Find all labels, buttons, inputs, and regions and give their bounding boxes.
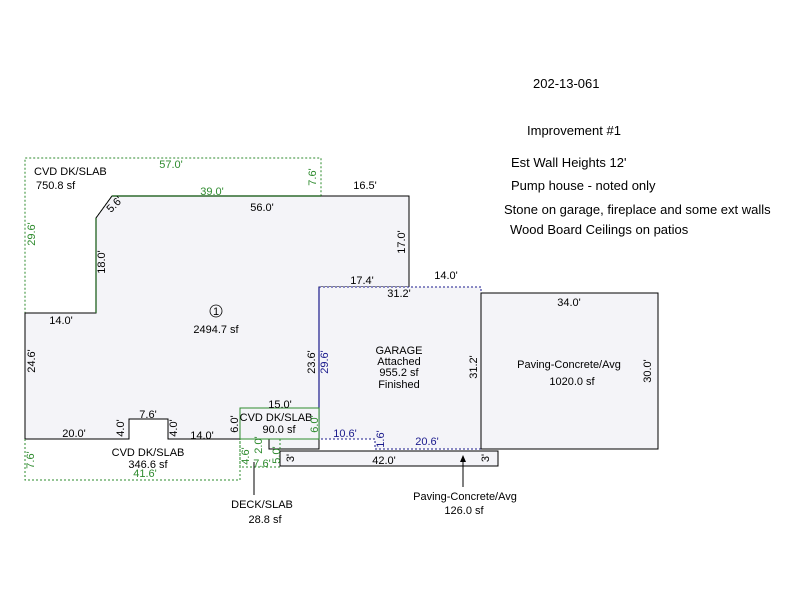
dim-7-6-top: 7.6' <box>307 168 319 185</box>
main-marker: 1 <box>213 306 219 318</box>
note-ceilings: Wood Board Ceilings on patios <box>510 222 689 237</box>
dim-4-6: 4.6' <box>240 447 252 464</box>
paving-large-area: 1020.0 sf <box>549 376 595 388</box>
dim-39-0: 39.0' <box>200 186 224 198</box>
dim-4-0-b: 4.0' <box>168 419 180 436</box>
parcel-id: 202-13-061 <box>533 76 600 91</box>
deck-name: DECK/SLAB <box>231 499 293 511</box>
cvd-top-area: 750.8 sf <box>36 180 76 192</box>
dim-56-0: 56.0' <box>250 202 274 214</box>
dim-20-6: 20.6' <box>415 436 439 448</box>
dim-41-6: 41.6' <box>133 468 157 480</box>
dim-6-0-b: 6.0' <box>309 415 321 432</box>
dim-17-4: 17.4' <box>350 275 374 287</box>
deck-area: 28.8 sf <box>248 514 282 526</box>
main-area: 2494.7 sf <box>193 324 239 336</box>
paving-small-outline <box>279 450 499 467</box>
dim-7-6-deck: 7.6' <box>253 458 270 470</box>
dim-16-5: 16.5' <box>353 180 377 192</box>
cvd-bottom-area: 346.6 sf <box>128 459 168 471</box>
note-wall-heights: Est Wall Heights 12' <box>511 155 627 170</box>
paving-small-name: Paving-Concrete/Avg <box>413 491 517 503</box>
dim-34-0: 34.0' <box>557 297 581 309</box>
cvd-small-area: 90.0 sf <box>262 424 296 436</box>
paving-large-outline <box>480 292 659 450</box>
dim-2-0: 2.0' <box>253 436 265 453</box>
dim-17-0: 17.0' <box>396 230 408 254</box>
paving-large-name: Paving-Concrete/Avg <box>517 359 621 371</box>
dim-31-2-top: 31.2' <box>387 288 411 300</box>
main-marker-circle <box>209 304 223 318</box>
dim-3-left: 3' <box>285 454 297 462</box>
cvd-bottom-name: CVD DK/SLAB <box>112 447 185 459</box>
dim-31-2-side: 31.2' <box>468 355 480 379</box>
dim-6-0-a: 6.0' <box>229 415 241 432</box>
cvd-bottom-outline <box>24 439 241 481</box>
cvd-top-outline <box>24 157 322 313</box>
dim-14-0-left: 14.0' <box>49 315 73 327</box>
dim-5-0: 5.0' <box>271 446 283 463</box>
dim-42-0: 42.0' <box>372 455 396 467</box>
dim-4-0-a: 4.0' <box>115 419 127 436</box>
dim-20-0: 20.0' <box>62 428 86 440</box>
dim-3-right: 3' <box>480 454 492 462</box>
dim-24-6: 24.6' <box>26 349 38 373</box>
dim-30-0: 30.0' <box>642 359 654 383</box>
dim-29-6-left: 29.6' <box>26 222 38 246</box>
dim-1-6: 1.6' <box>375 430 387 447</box>
note-pump-house: Pump house - noted only <box>511 178 656 193</box>
paving-small-area: 126.0 sf <box>444 505 484 517</box>
paving-leader-arrow <box>460 455 466 462</box>
dim-29-6-garage: 29.6' <box>319 350 331 374</box>
garage-type: Attached <box>377 356 420 368</box>
garage-finish: Finished <box>378 379 420 391</box>
dim-14-0-right: 14.0' <box>434 270 458 282</box>
dim-15-0: 15.0' <box>268 399 292 411</box>
dim-18-0: 18.0' <box>96 250 108 274</box>
cvd-top-name: CVD DK/SLAB <box>34 166 107 178</box>
improvement-title: Improvement #1 <box>527 123 621 138</box>
garage-area: 955.2 sf <box>379 367 419 379</box>
dim-7-6-left-bottom: 7.6' <box>25 451 37 468</box>
dim-57-0: 57.0' <box>159 159 183 171</box>
dim-7-6-bump: 7.6' <box>139 409 156 421</box>
note-stone: Stone on garage, fireplace and some ext … <box>504 202 771 217</box>
dim-23-6: 23.6' <box>306 350 318 374</box>
garage-name: GARAGE <box>375 345 422 357</box>
cvd-small-name: CVD DK/SLAB <box>240 412 313 424</box>
dim-10-6: 10.6' <box>333 428 357 440</box>
dim-14-0-bottom: 14.0' <box>190 430 214 442</box>
